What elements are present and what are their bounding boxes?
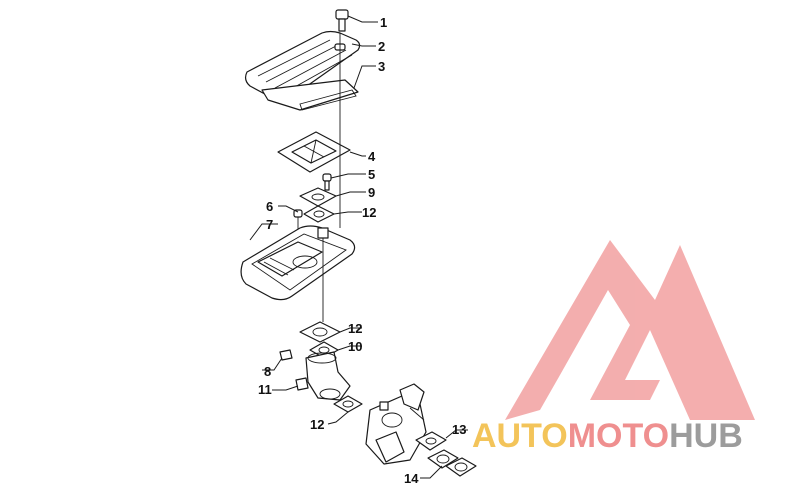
watermark-hub: HUB xyxy=(669,417,743,455)
intake-elbow xyxy=(305,351,351,401)
callout-5: 5 xyxy=(368,167,375,182)
callout-6: 6 xyxy=(266,199,273,214)
callout-4: 4 xyxy=(368,149,376,164)
gasket-part-12c xyxy=(333,395,363,413)
watermark-logo xyxy=(505,240,755,420)
gasket-part-12b xyxy=(299,321,341,343)
carburetor xyxy=(365,383,427,465)
callout-14: 14 xyxy=(404,471,419,486)
watermark-moto: MOTO xyxy=(568,417,669,455)
bolt-part-1 xyxy=(335,9,349,32)
nut-part-11 xyxy=(295,377,309,391)
callout-11: 11 xyxy=(258,382,272,397)
callout-12-top: 12 xyxy=(362,205,376,220)
assembly-axes xyxy=(322,33,341,322)
gasket-part-12a xyxy=(303,205,335,223)
watermark-wordmark: AUTOMOTOHUB xyxy=(472,417,743,455)
nut-part-8 xyxy=(279,349,293,361)
callout-12-bottom: 12 xyxy=(310,417,324,432)
gasket-part-14a xyxy=(427,449,459,469)
callout-7: 7 xyxy=(266,217,273,232)
callout-labels: 1 2 3 4 5 9 12 6 7 12 10 8 11 12 13 14 xyxy=(258,15,466,486)
callout-13: 13 xyxy=(452,422,466,437)
callout-8: 8 xyxy=(264,364,271,379)
callout-12-middle: 12 xyxy=(348,321,362,336)
callout-3: 3 xyxy=(378,59,385,74)
leader-lines xyxy=(249,15,468,479)
callout-9: 9 xyxy=(368,185,375,200)
callout-1: 1 xyxy=(380,15,387,30)
filter-element-part-3 xyxy=(261,79,359,111)
gasket-part-9 xyxy=(299,187,337,207)
callout-10: 10 xyxy=(348,339,362,354)
prefilter-part-4 xyxy=(277,131,351,173)
callout-2: 2 xyxy=(378,39,385,54)
bolt-part-5 xyxy=(322,173,332,191)
filter-base-part-7 xyxy=(240,225,356,301)
gasket-part-13 xyxy=(415,431,447,451)
gasket-part-14b xyxy=(445,457,477,477)
watermark-auto: AUTO xyxy=(472,417,568,455)
watermark-text: AUTOMOTOHUB xyxy=(472,417,743,455)
